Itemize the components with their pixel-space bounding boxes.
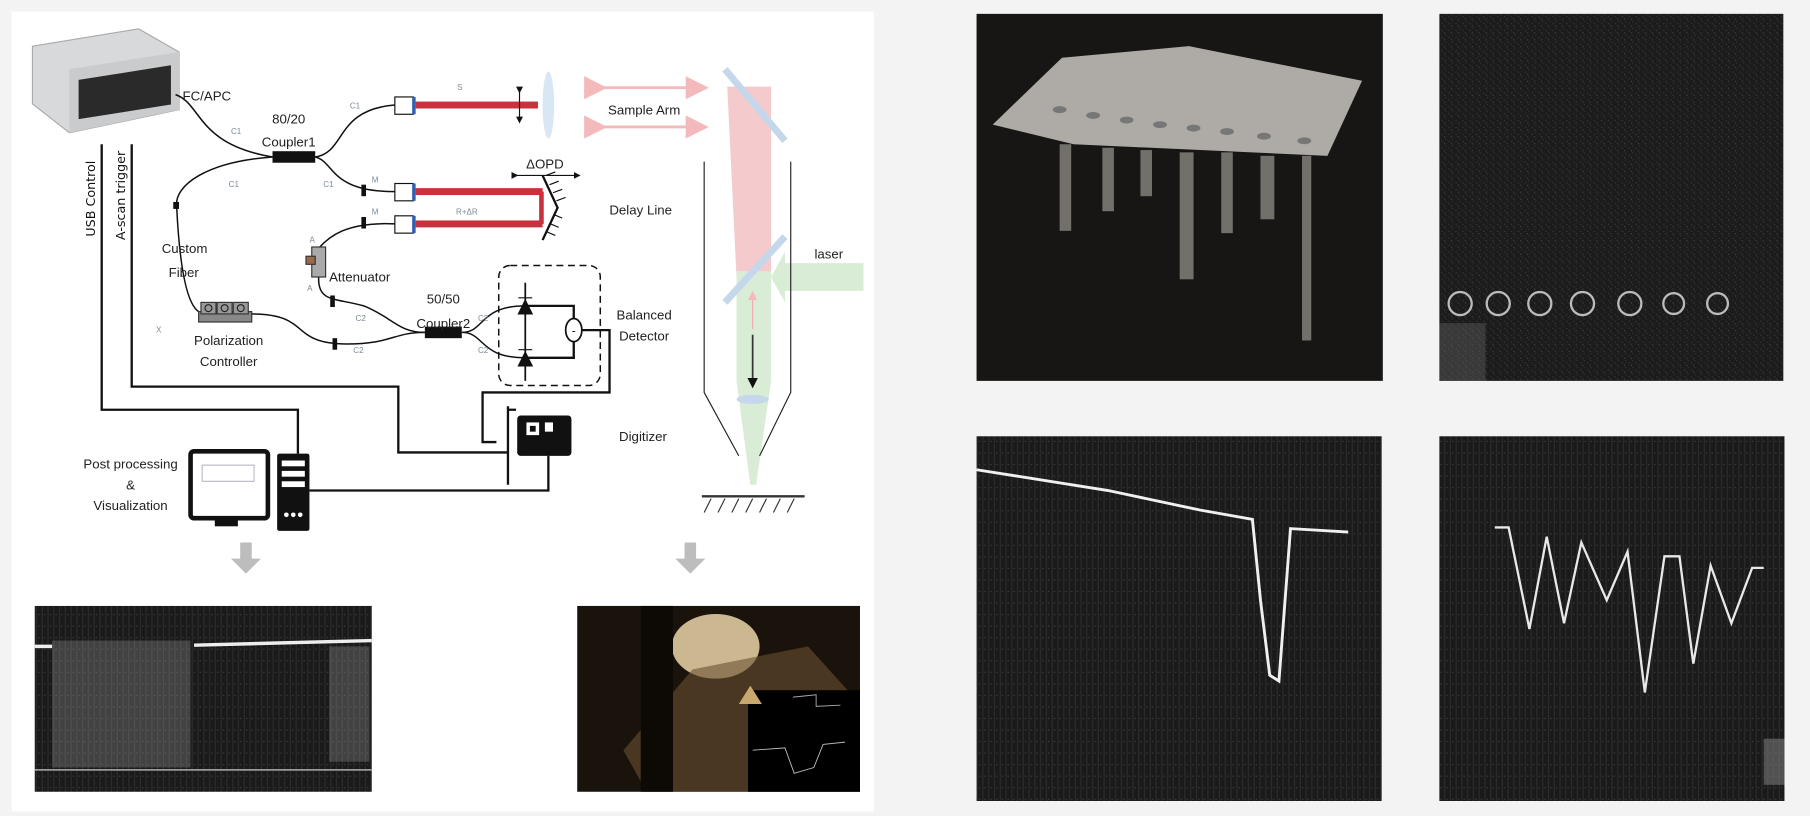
lens (542, 71, 555, 139)
balanced-detector: - (497, 264, 602, 387)
oct-enface-image (1439, 13, 1784, 381)
delta-opd-label: ΔOPD (526, 157, 564, 172)
oct-bscan-image-2 (1439, 436, 1785, 801)
coupler1-label: Coupler1 (262, 135, 316, 150)
fiber-label: C1 (231, 127, 242, 136)
a-label: A (309, 235, 315, 244)
custom-fiber-label: Fiber (169, 265, 200, 280)
coupler2-block (424, 326, 462, 339)
computer-workstation (188, 448, 310, 531)
fiber-connector (173, 201, 180, 209)
polarization-controller (198, 301, 253, 323)
fiber-label: C2 (478, 346, 489, 355)
fiber-label: C2 (356, 314, 367, 323)
fiber-label: C2 (478, 314, 489, 323)
digitizer-data-wire (309, 455, 550, 492)
mirror (722, 67, 788, 144)
sample-arm-label: Sample Arm (608, 102, 680, 117)
fiber-connector (361, 184, 367, 197)
collimator (394, 215, 416, 234)
detector-output-wire (481, 328, 611, 444)
down-arrow-icon (230, 542, 261, 574)
laser-input-arrow (771, 251, 864, 303)
reference-beam (415, 188, 543, 196)
usb-control-wire (100, 144, 300, 454)
oct-bscan-image-1 (976, 436, 1382, 801)
coupler2-ratio-label: 50/50 (427, 292, 460, 307)
optical-head (701, 67, 864, 513)
polarization-controller-label: Polarization (194, 333, 263, 348)
fiber-label: C1 (229, 180, 240, 189)
laser-label: laser (814, 247, 843, 262)
sample-beam (415, 101, 538, 109)
r-delta-r-label: R+ΔR (456, 208, 478, 217)
inset-chart (748, 690, 860, 792)
attenuator (305, 246, 327, 278)
fiber-connector (330, 295, 335, 308)
usb-control-label: USB Control (83, 161, 98, 237)
delay-line-label: Delay Line (609, 203, 672, 218)
mscan-result-image (34, 605, 372, 792)
down-arrow-icon (675, 542, 706, 574)
svg-text:-: - (572, 326, 576, 338)
x-label: X (156, 325, 162, 334)
a-label: A (307, 284, 313, 293)
balanced-detector-label: Balanced (616, 308, 671, 323)
fiber-connector (361, 216, 367, 229)
polarization-controller-label: Controller (200, 354, 258, 369)
collimator (394, 96, 416, 115)
fiber-connector (332, 338, 338, 350)
sample-label: S (457, 83, 462, 92)
reference-beam-fold (539, 191, 544, 224)
coupler2-label: Coupler2 (416, 316, 470, 331)
fiber-label: C2 (353, 346, 364, 355)
laser-warning-icon (738, 685, 762, 705)
fc-apc-label: FC/APC (182, 88, 231, 103)
m-label: M (372, 175, 379, 184)
attenuator-label: Attenuator (329, 270, 391, 285)
post-processing-label: & (126, 477, 135, 492)
dichroic-mirror (722, 234, 788, 305)
ascan-trigger-wire (130, 144, 508, 454)
m-label: M (372, 208, 379, 217)
balanced-detector-label: Detector (619, 328, 670, 343)
oct-3d-volume-image (976, 13, 1383, 381)
post-processing-label: Post processing (83, 457, 177, 472)
digitizer-label: Digitizer (619, 429, 667, 444)
custom-fiber-label: Custom (162, 241, 208, 256)
collimator (394, 182, 416, 202)
ascan-trigger-label: A-scan trigger (113, 150, 128, 240)
laser-source-device (31, 28, 180, 134)
reference-beam-return (415, 220, 543, 228)
visualization-label: Visualization (93, 498, 167, 513)
welding-photo (577, 605, 860, 792)
fiber-label: C1 (323, 180, 334, 189)
coupler1-ratio-label: 80/20 (272, 111, 305, 126)
coupler1-block (272, 151, 316, 163)
digitizer-card (506, 406, 572, 485)
fiber-label: C1 (350, 101, 361, 110)
